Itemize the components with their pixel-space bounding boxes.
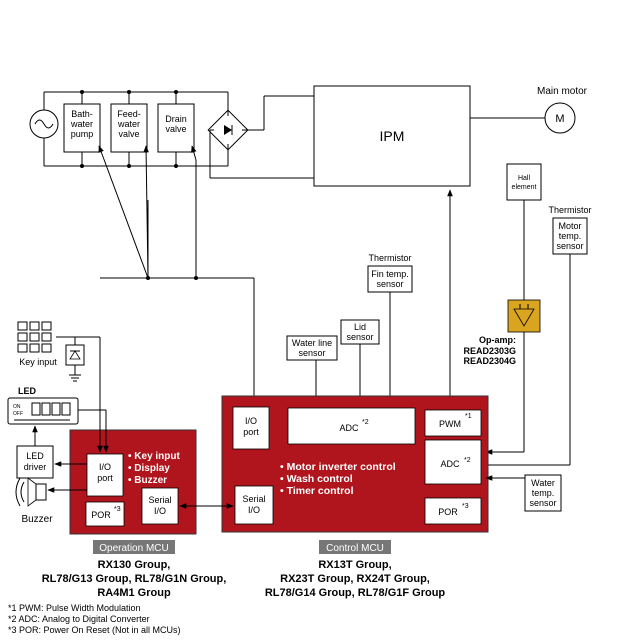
- svg-text:RA4M1 Group: RA4M1 Group: [97, 587, 171, 599]
- svg-text:sensor: sensor: [556, 241, 583, 251]
- svg-text:valve: valve: [118, 129, 139, 139]
- svg-text:RX13T Group,: RX13T Group,: [318, 559, 391, 571]
- ipm-block: IPM: [313, 85, 471, 187]
- svg-text:• Timer control: • Timer control: [280, 485, 354, 497]
- svg-text:• Display: • Display: [128, 463, 170, 474]
- key-input-icon: [17, 321, 52, 353]
- svg-text:IPM: IPM: [380, 128, 405, 144]
- svg-text:pump: pump: [71, 129, 94, 139]
- svg-text:READ2304G: READ2304G: [463, 356, 516, 366]
- svg-text:*3: *3: [114, 506, 121, 513]
- svg-text:POR: POR: [91, 510, 111, 520]
- operation-mcu-block: I/O port POR *3 Serial I/O • Key input •…: [69, 429, 197, 535]
- operation-mcu-caption: Operation MCU RX130 Group, RL78/G13 Grou…: [42, 540, 227, 599]
- svg-text:ON: ON: [13, 404, 21, 410]
- svg-text:Op-amp:: Op-amp:: [479, 335, 516, 345]
- svg-text:port: port: [243, 427, 259, 437]
- buzzer-icon: [15, 477, 47, 507]
- svg-text:I/O: I/O: [99, 462, 111, 472]
- svg-text:• Buzzer: • Buzzer: [128, 475, 167, 486]
- svg-text:LED: LED: [26, 451, 44, 461]
- water-line-sensor-box: Water line sensor: [286, 335, 338, 361]
- load-control-wiring: [98, 145, 255, 407]
- svg-text:• Wash control: • Wash control: [280, 473, 353, 485]
- control-mcu-caption: Control MCU RX13T Group, RX23T Group, RX…: [265, 540, 446, 599]
- svg-text:Water: Water: [531, 478, 555, 488]
- svg-text:*2: *2: [464, 457, 471, 464]
- svg-text:OFF: OFF: [13, 411, 23, 417]
- svg-text:temp.: temp.: [532, 488, 555, 498]
- svg-text:*2: *2: [362, 419, 369, 426]
- svg-text:sensor: sensor: [529, 498, 556, 508]
- svg-text:Control MCU: Control MCU: [326, 543, 384, 554]
- svg-text:READ2303G: READ2303G: [463, 346, 516, 356]
- svg-text:Motor: Motor: [558, 221, 581, 231]
- svg-text:LED: LED: [18, 386, 37, 396]
- drain-valve-box: Drain valve: [157, 103, 195, 153]
- control-mcu-block: I/O port ADC *2 PWM *1 ADC *2 POR *3 Ser…: [221, 395, 489, 533]
- svg-text:Water line: Water line: [292, 338, 332, 348]
- svg-text:Serial: Serial: [242, 494, 265, 504]
- svg-text:Main motor: Main motor: [537, 86, 588, 97]
- svg-text:Drain: Drain: [165, 114, 187, 124]
- svg-text:sensor: sensor: [298, 348, 325, 358]
- svg-text:valve: valve: [165, 124, 186, 134]
- svg-text:*1 PWM: Pulse Width Modulation: *1 PWM: Pulse Width Modulation: [8, 603, 141, 613]
- svg-text:RL78/G14 Group, RL78/G1F Group: RL78/G14 Group, RL78/G1F Group: [265, 587, 446, 599]
- svg-text:water: water: [117, 119, 140, 129]
- led-driver-box: LED driver: [16, 445, 54, 479]
- bath-water-pump-box: Bath- water pump: [63, 103, 101, 153]
- diode-bridge-icon: [207, 109, 249, 151]
- svg-text:• Motor inverter control: • Motor inverter control: [280, 461, 396, 473]
- water-temp-sensor-box: Water temp. sensor: [524, 474, 562, 512]
- svg-text:Key input: Key input: [19, 357, 57, 367]
- svg-text:Thermistor: Thermistor: [548, 205, 591, 215]
- svg-text:I/O: I/O: [154, 506, 166, 516]
- svg-text:Hall: Hall: [518, 175, 531, 182]
- svg-text:sensor: sensor: [376, 279, 403, 289]
- footnotes: *1 PWM: Pulse Width Modulation *2 ADC: A…: [8, 603, 181, 635]
- lid-sensor-box: Lid sensor: [340, 319, 380, 345]
- svg-text:Lid: Lid: [354, 322, 366, 332]
- led-display-icon: ON OFF: [7, 397, 79, 425]
- svg-text:driver: driver: [24, 462, 47, 472]
- svg-text:ADC: ADC: [339, 423, 359, 433]
- svg-text:RL78/G13 Group, RL78/G1N Group: RL78/G13 Group, RL78/G1N Group,: [42, 573, 227, 585]
- svg-text:RX23T Group, RX24T Group,: RX23T Group, RX24T Group,: [280, 573, 430, 585]
- svg-text:temp.: temp.: [559, 231, 582, 241]
- svg-text:• Key input: • Key input: [128, 451, 181, 462]
- svg-text:port: port: [97, 473, 113, 483]
- svg-text:I/O: I/O: [245, 416, 257, 426]
- svg-text:POR: POR: [438, 507, 458, 517]
- key-input-wiring: [56, 336, 103, 453]
- svg-text:water: water: [70, 119, 93, 129]
- fin-temp-sensor-box: Fin temp. sensor: [367, 265, 413, 293]
- svg-text:Operation MCU: Operation MCU: [99, 543, 168, 554]
- svg-text:PWM: PWM: [439, 419, 461, 429]
- svg-text:*2 ADC: Analog to Digital Conv: *2 ADC: Analog to Digital Converter: [8, 614, 150, 624]
- svg-text:Bath-: Bath-: [71, 109, 93, 119]
- svg-text:Feed-: Feed-: [117, 109, 141, 119]
- svg-text:*3: *3: [462, 503, 469, 510]
- svg-text:*1: *1: [465, 413, 472, 420]
- feed-water-valve-box: Feed- water valve: [110, 103, 148, 153]
- ac-source-icon: [29, 109, 59, 139]
- hall-element-box: Hall element: [506, 163, 542, 201]
- svg-text:Thermistor: Thermistor: [368, 253, 411, 263]
- main-motor: M Main motor: [537, 86, 588, 134]
- opamp-icon: [507, 299, 541, 333]
- svg-text:*3 POR: Power On Reset (Not in: *3 POR: Power On Reset (Not in all MCUs): [8, 625, 181, 635]
- svg-text:sensor: sensor: [346, 332, 373, 342]
- svg-text:RX130 Group,: RX130 Group,: [98, 559, 171, 571]
- motor-temp-sensor-box: Motor temp. sensor: [552, 217, 588, 255]
- power-wiring: [43, 90, 545, 179]
- svg-text:ADC: ADC: [440, 459, 460, 469]
- svg-text:element: element: [512, 184, 537, 191]
- svg-text:Buzzer: Buzzer: [21, 514, 53, 525]
- svg-text:M: M: [555, 113, 564, 125]
- svg-text:Serial: Serial: [148, 495, 171, 505]
- svg-text:I/O: I/O: [248, 505, 260, 515]
- svg-text:Fin temp.: Fin temp.: [371, 269, 409, 279]
